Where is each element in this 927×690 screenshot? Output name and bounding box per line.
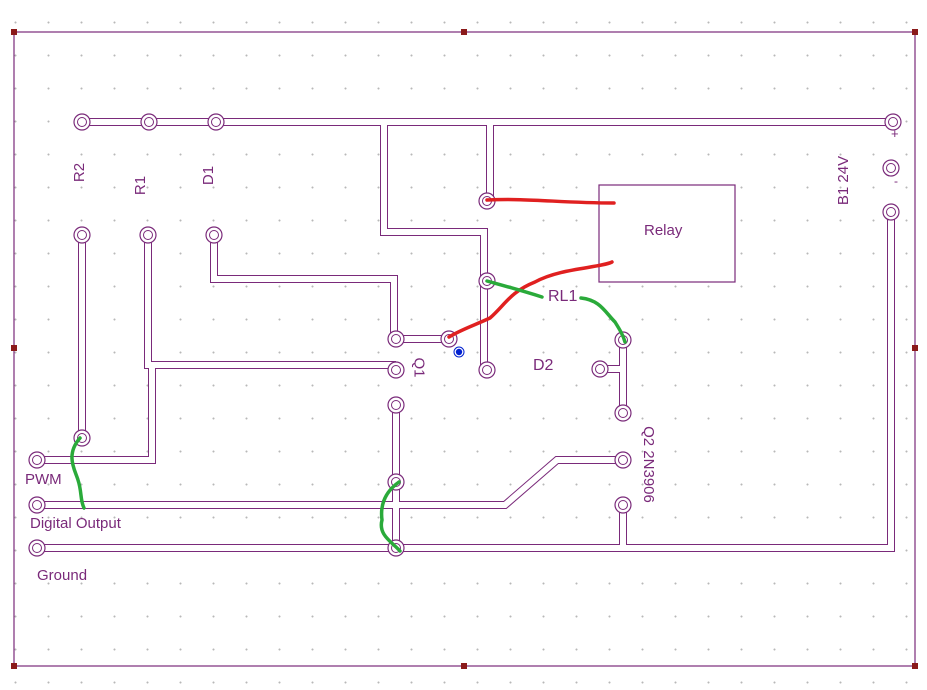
selection-handles — [11, 29, 918, 669]
label-plus: + — [891, 126, 899, 141]
pads — [28, 113, 902, 557]
board-outline — [11, 29, 918, 669]
traces — [37, 118, 895, 552]
label-d2: D2 — [533, 357, 554, 374]
label-q2: Q2 2N3906 — [639, 426, 657, 503]
pad-holes — [32, 117, 898, 553]
label-ground: Ground — [37, 567, 88, 584]
label-pwm: PWM — [25, 471, 62, 488]
label-digital-output: Digital Output — [30, 515, 121, 532]
label-battery: B1 24V — [835, 155, 853, 206]
relay-body — [598, 184, 736, 283]
label-q1: Q1 — [410, 357, 428, 378]
red-wires — [447, 197, 616, 339]
green-wires — [70, 279, 627, 553]
label-r1: R1 — [132, 175, 150, 196]
label-d1: D1 — [200, 165, 218, 186]
label-rl1: RL1 — [548, 288, 578, 305]
label-minus: - — [894, 174, 898, 188]
label-r2: R2 — [71, 162, 89, 183]
label-relay: Relay — [644, 222, 683, 239]
marker-dot — [453, 346, 465, 358]
